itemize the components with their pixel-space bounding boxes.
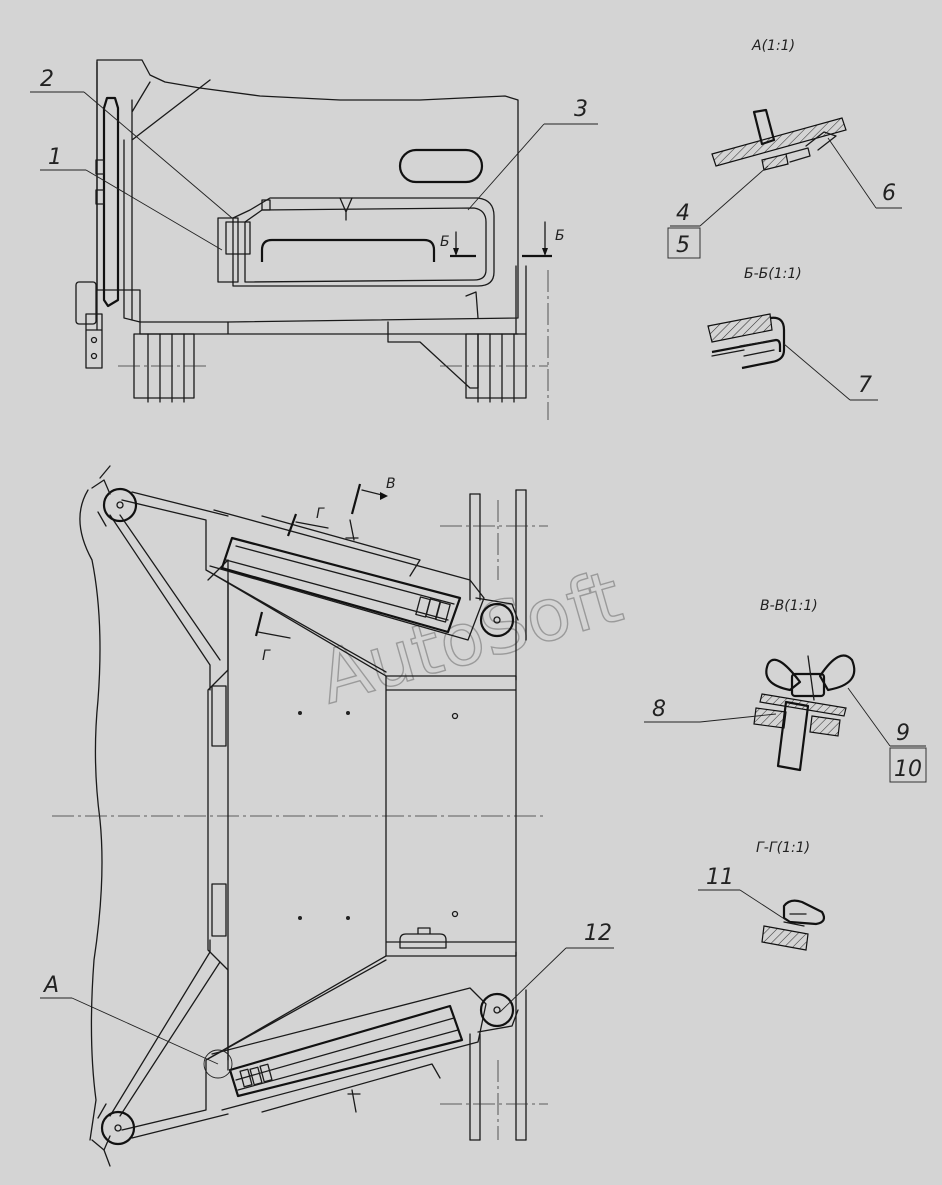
detail-a-rivet — [752, 108, 776, 146]
mounting-holes — [298, 711, 459, 920]
corner-wheel-top-left — [91, 465, 138, 527]
detail-a-plate — [711, 117, 847, 167]
detail-vv: В-В(1:1) 8 9 10 — [644, 598, 927, 783]
detail-title-vv: В-В(1:1) — [760, 598, 818, 614]
side-body-outline — [96, 59, 519, 323]
plan-lower-diagonal — [121, 955, 387, 1139]
svg-text:4: 4 — [676, 201, 690, 226]
detail-bb: Б-Б(1:1) 7 — [707, 266, 878, 401]
svg-text:7: 7 — [858, 373, 872, 398]
svg-text:12: 12 — [584, 921, 612, 946]
side-inner-frame — [232, 197, 495, 287]
detail-gg-plate — [761, 925, 809, 951]
plan-central-frame — [207, 559, 229, 1071]
plan-upper-strut — [109, 514, 211, 691]
plan-track-bottom — [440, 951, 548, 1141]
frame-latch — [339, 197, 353, 221]
plan-box-latch — [399, 927, 447, 949]
side-inner-frame-2 — [244, 207, 487, 283]
callout-7: 7 — [783, 343, 878, 401]
plan-track-top — [440, 489, 548, 681]
callout-6: 6 — [827, 137, 902, 209]
section-letter-g: Г — [262, 648, 271, 664]
detail-vv-axis — [807, 655, 815, 701]
detail-title-a: А(1:1) — [751, 38, 795, 54]
plan-upper-diagonal — [121, 491, 387, 677]
section-letter-v: В — [386, 476, 396, 492]
callout-a: А — [40, 973, 233, 1079]
callout-9: 9 — [847, 687, 926, 747]
rail-plate — [211, 883, 227, 937]
bracket-part-1 — [217, 217, 239, 283]
side-door-frame — [96, 61, 141, 331]
detail-vv-bolt — [776, 700, 810, 772]
bolt — [90, 336, 98, 344]
callout-3: 3 — [467, 97, 598, 211]
callout-4: 4 — [670, 165, 769, 227]
callout-5: 5 — [667, 227, 701, 259]
plan-upper-strut-2 — [119, 514, 221, 661]
section-mark-b-left: Б — [440, 231, 476, 258]
small-tab — [261, 199, 271, 211]
corner-wheel-bottom-left — [91, 1103, 136, 1167]
section-mark-g-bottom: Г — [254, 611, 291, 664]
callout-11: 11 — [698, 865, 787, 921]
lower-container — [211, 987, 487, 1113]
side-mount-left — [85, 313, 103, 369]
side-view: Б Б 1 2 3 — [30, 59, 598, 420]
detail-gg: Г-Г(1:1) 11 — [698, 840, 826, 951]
bracket-part-2 — [225, 221, 251, 255]
rail-plate — [211, 685, 227, 747]
section-letter-g: Г — [316, 506, 325, 522]
svg-text:8: 8 — [652, 697, 666, 722]
wing-nut-body — [790, 672, 826, 698]
oval-inspection-port — [398, 148, 484, 184]
svg-text:11: 11 — [706, 865, 734, 890]
plan-view: В Г Г А 12 — [40, 465, 614, 1167]
detail-gg-clip — [782, 899, 826, 926]
section-mark-v: В — [350, 476, 396, 515]
plan-left-contour — [79, 489, 103, 1141]
section-letter-b: Б — [555, 228, 565, 244]
section-letter-b: Б — [440, 234, 450, 250]
detail-title-bb: Б-Б(1:1) — [744, 266, 802, 282]
side-bracket-tab — [465, 291, 479, 319]
svg-text:6: 6 — [882, 181, 896, 206]
plan-lower-strut-2 — [119, 961, 221, 1117]
section-mark-g-top: Г — [286, 506, 329, 537]
upper-container — [209, 509, 485, 641]
side-door-panel — [102, 96, 120, 308]
svg-text:10: 10 — [894, 757, 922, 782]
svg-text:3: 3 — [574, 97, 588, 122]
svg-text:9: 9 — [896, 721, 910, 746]
side-bottom-channel — [139, 321, 519, 335]
svg-text:2: 2 — [40, 67, 54, 92]
callout-8: 8 — [644, 697, 777, 723]
callout-10: 10 — [889, 747, 927, 783]
wing-nut-left — [765, 658, 802, 692]
detail-bb-plate — [707, 313, 773, 343]
svg-text:5: 5 — [676, 233, 690, 258]
section-mark-b-right: Б — [522, 221, 565, 258]
hinge-upper — [95, 159, 105, 175]
section-letter-a: А — [42, 973, 59, 998]
bolt — [90, 352, 98, 360]
svg-text:1: 1 — [48, 145, 62, 170]
side-wheel-left — [133, 333, 195, 403]
detail-a: А(1:1) 4 5 6 — [667, 38, 902, 259]
side-right-bracket — [387, 321, 479, 389]
wing-nut-right — [818, 654, 856, 692]
hinge-middle — [95, 189, 105, 205]
detail-title-gg: Г-Г(1:1) — [756, 840, 810, 856]
callout-12: 12 — [499, 921, 614, 1013]
plan-lower-strut — [109, 939, 211, 1117]
callout-1: 1 — [40, 145, 223, 251]
side-handle-slot — [260, 238, 436, 262]
callout-2: 2 — [30, 67, 233, 219]
side-upper-edge — [131, 79, 211, 321]
